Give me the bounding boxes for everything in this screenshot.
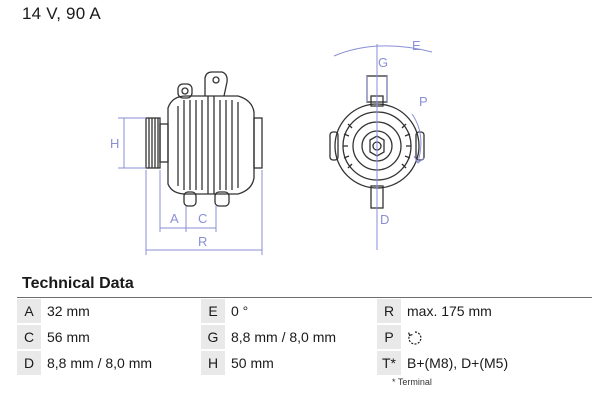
dimension-label-c: C <box>198 211 207 226</box>
param-value <box>401 325 592 349</box>
dimension-label-p: P <box>419 94 428 109</box>
param-key: G <box>201 325 225 349</box>
param-key: P <box>377 325 401 349</box>
param-value: 8,8 mm / 8,0 mm <box>47 355 153 371</box>
table-row: C 56 mm G 8,8 mm / 8,0 mm P <box>17 325 592 349</box>
dimension-label-a: A <box>170 211 179 226</box>
product-title: 14 V, 90 A <box>22 4 101 23</box>
dimension-label-e: E <box>412 38 421 53</box>
clockwise-rotation-icon <box>408 331 422 345</box>
param-value: 8,8 mm / 8,0 mm <box>231 329 337 345</box>
param-key: A <box>17 299 41 323</box>
param-key: R <box>377 299 401 323</box>
param-key: H <box>201 351 225 375</box>
param-value: 50 mm <box>231 355 274 371</box>
param-value: B+(M8), D+(M5) <box>407 355 509 371</box>
technical-data-heading: Technical Data <box>22 275 134 292</box>
table-top-rule <box>17 297 592 298</box>
alternator-side-view <box>145 71 263 207</box>
dimension-label-h: H <box>110 136 119 151</box>
param-key: D <box>17 351 41 375</box>
table-row: A 32 mm E 0 ° R max. 175 mm <box>17 299 592 323</box>
param-value: 32 mm <box>47 303 90 319</box>
param-value: max. 175 mm <box>407 303 492 319</box>
alternator-technical-drawing: H A C R G E P <box>110 38 433 255</box>
param-value: 0 ° <box>231 303 249 319</box>
table-row: D 8,8 mm / 8,0 mm H 50 mm T* B+(M8), D+(… <box>17 351 592 375</box>
dimension-label-r: R <box>198 234 207 249</box>
dimension-label-d: D <box>380 212 389 227</box>
dimension-lines-front <box>333 44 433 250</box>
param-key: T* <box>377 351 401 375</box>
dimension-label-g: G <box>378 55 388 70</box>
param-value: 56 mm <box>47 329 90 345</box>
param-key: C <box>17 325 41 349</box>
param-key: E <box>201 299 225 323</box>
dimension-lines-side <box>118 117 263 255</box>
terminal-footnote: * Terminal <box>392 377 432 387</box>
